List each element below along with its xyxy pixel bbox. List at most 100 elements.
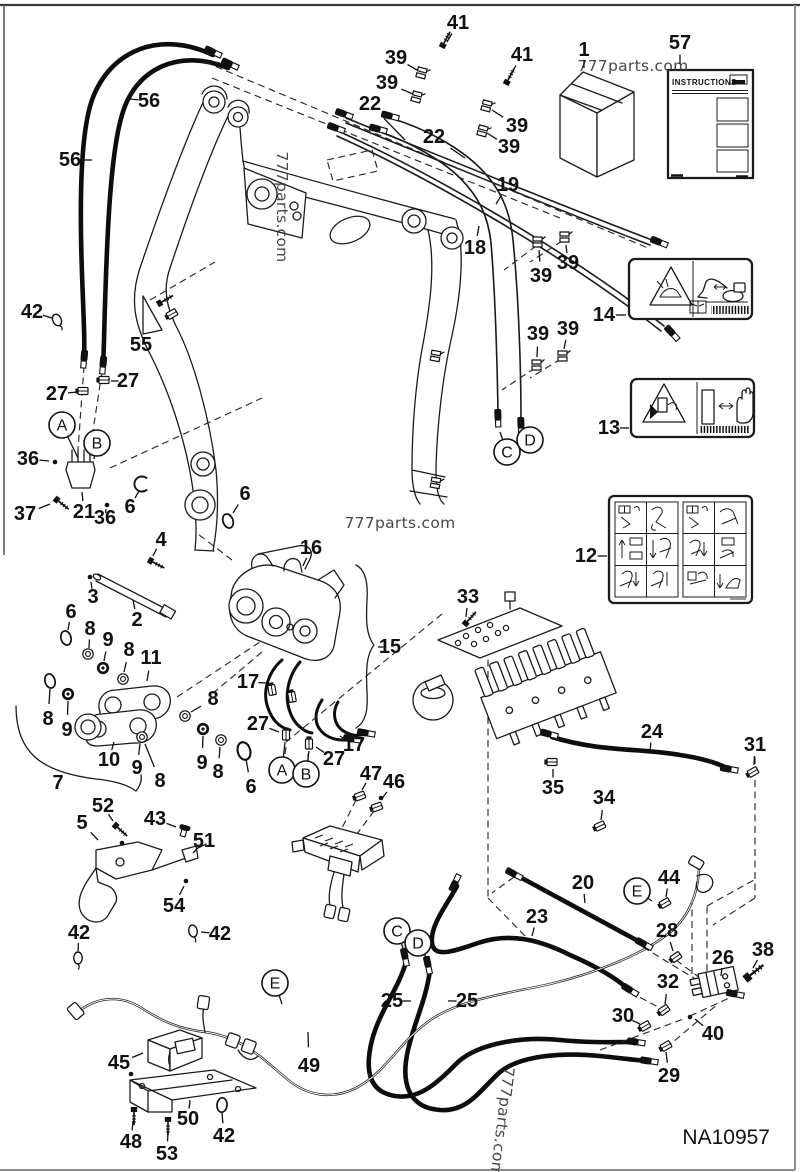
nut-hardware-icon xyxy=(655,1003,671,1018)
part-callout-40: 40 xyxy=(702,1023,724,1045)
drawing-number: NA10957 xyxy=(682,1126,770,1149)
part-callout-55: 55 xyxy=(130,334,152,356)
bolt-hardware-icon xyxy=(501,66,518,88)
part-callout-8: 8 xyxy=(84,618,95,640)
cyl-hardware-icon xyxy=(538,727,560,741)
callout-leader xyxy=(166,822,177,828)
part-callout-31: 31 xyxy=(744,734,766,756)
cyl-hardware-icon xyxy=(447,872,463,894)
part-callout-6: 6 xyxy=(124,496,135,518)
part-callout-8: 8 xyxy=(154,770,165,792)
callout-leader xyxy=(565,244,568,254)
callout-leader xyxy=(131,1052,144,1059)
pedal-assembly xyxy=(291,825,385,877)
callout-leader xyxy=(665,1051,668,1063)
bobtach-linkage xyxy=(15,573,207,852)
callout-leader xyxy=(600,810,603,821)
balloon-C: C xyxy=(383,917,411,952)
balloon-circle xyxy=(261,969,289,997)
callout-leader xyxy=(302,557,308,567)
callout-leader xyxy=(190,705,202,713)
part-callout-54: 54 xyxy=(163,895,186,917)
balloon-D: D xyxy=(516,426,544,454)
balloon-E: E xyxy=(623,877,653,905)
bolt-hardware-icon xyxy=(129,1106,139,1126)
callout-leader xyxy=(649,742,652,752)
part-callout-9: 9 xyxy=(196,752,207,774)
cyl-hardware-icon xyxy=(98,355,108,375)
callout-leader xyxy=(361,782,367,791)
cyl-hardware-icon xyxy=(503,866,525,882)
balloon-B: B xyxy=(83,429,111,460)
watermark-text: 777parts.com xyxy=(273,151,291,262)
part-callout-22: 22 xyxy=(423,126,445,148)
part-callout-39: 39 xyxy=(498,136,520,158)
part-callout-30: 30 xyxy=(612,1005,634,1027)
callout-leader xyxy=(200,931,210,934)
part-callout-39: 39 xyxy=(557,252,579,274)
part-callout-25: 25 xyxy=(456,990,478,1012)
callout-leader xyxy=(144,743,155,768)
balloon-circle xyxy=(383,917,411,945)
part-callout-57: 57 xyxy=(669,32,691,54)
part-callout-35: 35 xyxy=(542,777,564,799)
oring-hardware-icon xyxy=(234,739,254,763)
balloon-letter: D xyxy=(412,936,424,953)
part-callout-23: 23 xyxy=(526,906,548,928)
part-callout-27: 27 xyxy=(323,748,345,770)
part-callout-53: 53 xyxy=(156,1143,178,1165)
nut-hardware-icon xyxy=(744,765,760,780)
balloon-leader xyxy=(67,436,79,459)
part-callout-8: 8 xyxy=(212,761,223,783)
callout-leader xyxy=(752,959,759,969)
instructions-card: INSTRUCTIONS xyxy=(666,68,755,180)
safety-decal-12 xyxy=(607,494,754,605)
part-callout-8: 8 xyxy=(123,639,134,661)
part-callout-42: 42 xyxy=(21,301,43,323)
quick-coupler xyxy=(228,544,345,661)
callout-leader xyxy=(67,391,78,394)
bolt-hardware-icon xyxy=(154,291,176,309)
balloon-leader xyxy=(282,741,286,757)
callout-leader xyxy=(232,504,239,514)
balloon-circle xyxy=(516,426,544,454)
callout-leader xyxy=(563,339,567,350)
callout-leader xyxy=(192,847,199,854)
clamp-hardware-icon xyxy=(476,123,493,139)
balloon-C: C xyxy=(493,431,521,466)
seal-hardware-icon xyxy=(96,661,110,675)
nut-hardware-icon xyxy=(266,681,277,697)
balloon-circle xyxy=(493,438,521,466)
callout-leader xyxy=(132,599,136,610)
part-callout-24: 24 xyxy=(641,721,664,743)
callout-leader xyxy=(90,581,93,589)
part-callout-41: 41 xyxy=(447,12,469,34)
oring-hardware-icon xyxy=(42,671,58,691)
oring-hardware-icon xyxy=(215,1096,229,1114)
part-callout-39: 39 xyxy=(527,323,549,345)
part-callout-50: 50 xyxy=(177,1108,199,1130)
part-callout-9: 9 xyxy=(102,629,113,651)
callout-leader xyxy=(315,746,325,753)
balloon-letter: E xyxy=(270,976,281,993)
callout-leader xyxy=(510,65,517,75)
part-callout-8: 8 xyxy=(207,688,218,710)
part-callout-21: 21 xyxy=(73,501,95,523)
part-callout-9: 9 xyxy=(61,719,72,741)
part-callout-45: 45 xyxy=(108,1052,130,1074)
part-callout-42: 42 xyxy=(213,1125,235,1147)
part-callout-56: 56 xyxy=(138,90,160,112)
part-callout-36: 36 xyxy=(94,507,116,529)
callout-leader xyxy=(665,888,668,898)
callout-leader xyxy=(138,743,141,755)
brace-15 xyxy=(355,564,375,729)
callout-leader xyxy=(245,758,250,773)
bolt-hardware-icon xyxy=(145,555,167,572)
part-callout-42: 42 xyxy=(68,922,90,944)
part-callout-19: 19 xyxy=(497,174,519,196)
part-callout-38: 38 xyxy=(752,939,774,961)
callout-leader xyxy=(107,813,114,822)
part-callout-37: 37 xyxy=(14,503,36,525)
